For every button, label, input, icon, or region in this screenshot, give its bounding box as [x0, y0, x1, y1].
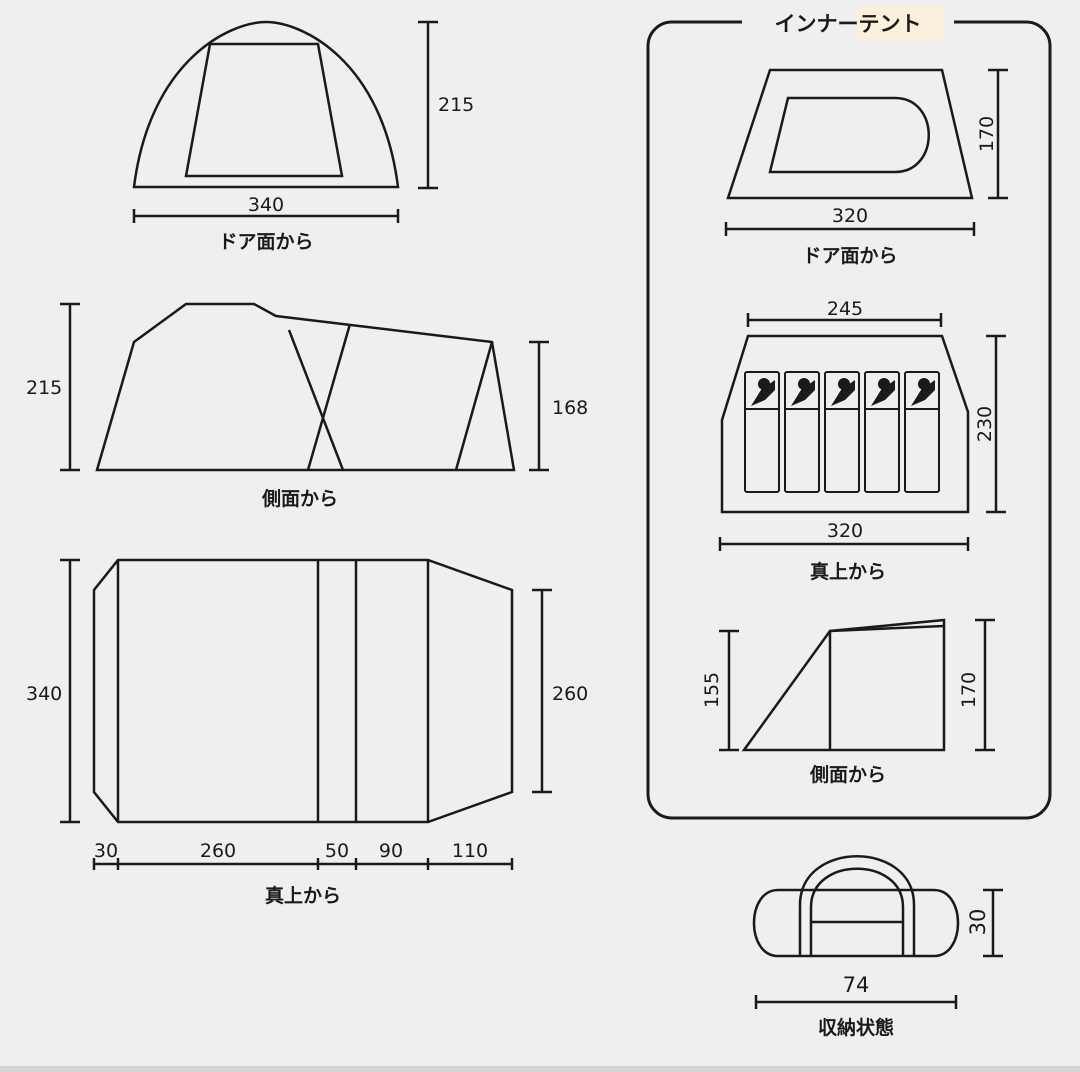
outer-top-outline — [92, 558, 514, 824]
sleeping-bags — [744, 371, 940, 493]
outer-top-view — [60, 558, 552, 870]
inner-top-bottom-width-dim — [718, 537, 970, 551]
outer-top-height-dim-right — [532, 588, 552, 794]
outer-side-pole-3 — [454, 341, 494, 471]
outer-side-outline — [95, 302, 516, 472]
outer-front-door — [184, 42, 344, 178]
outer-front-width-dim — [132, 209, 400, 223]
storage-caption: 収納状態 — [818, 1016, 894, 1039]
inner-front-door — [768, 96, 930, 174]
inner-front-outline — [726, 68, 974, 200]
outer-top-seg3-label: 50 — [325, 840, 349, 862]
outer-side-height-right-label: 168 — [552, 397, 588, 419]
outer-top-height-dim-left — [60, 558, 80, 824]
inner-top-bottom-width-label: 320 — [827, 520, 863, 542]
inner-title-highlight — [857, 6, 945, 40]
storage-bag-body — [752, 888, 960, 958]
outer-front-caption: ドア面から — [218, 231, 313, 253]
outer-top-height-right-label: 260 — [552, 683, 588, 705]
inner-side-outline — [741, 618, 946, 752]
sleeping-bag — [744, 371, 780, 493]
inner-side-height-right-label: 170 — [958, 672, 980, 708]
inner-top-height-label: 230 — [974, 406, 996, 442]
inner-top-width-dim — [746, 313, 943, 327]
inner-front-caption: ドア面から — [802, 245, 897, 267]
outer-side-pole-1 — [287, 329, 345, 471]
outer-front-height-dim — [418, 20, 438, 190]
outer-side-height-dim-right — [529, 340, 549, 472]
inner-top-view — [718, 313, 1006, 551]
outer-top-seg5-label: 110 — [452, 840, 488, 862]
sleeping-bag — [784, 371, 820, 493]
outer-top-caption: 真上から — [265, 884, 341, 907]
outer-top-height-left-label: 340 — [26, 683, 62, 705]
storage-bag-handle-inner — [809, 867, 905, 956]
inner-tent-title: インナーテント — [775, 12, 922, 36]
outer-top-seg4-label: 90 — [379, 840, 403, 862]
inner-side-caption: 側面から — [809, 764, 886, 786]
storage-width-label: 74 — [843, 973, 870, 997]
outer-side-view — [60, 302, 549, 472]
outer-side-height-left-label: 215 — [26, 377, 62, 399]
storage-height-label: 30 — [966, 909, 990, 936]
inner-front-width-label: 320 — [832, 205, 868, 227]
inner-top-caption: 真上から — [810, 560, 886, 583]
inner-top-outline — [720, 334, 970, 514]
inner-side-height-dim-left — [719, 629, 739, 752]
outer-side-caption: 側面から — [261, 488, 338, 510]
inner-top-width-label: 245 — [827, 298, 863, 320]
bottom-border — [0, 1066, 1080, 1072]
inner-front-view — [724, 68, 1008, 236]
storage-bag — [752, 855, 1003, 1009]
storage-width-dim — [754, 995, 958, 1009]
outer-top-width-dim — [92, 858, 514, 870]
inner-side-height-dim-right — [975, 618, 995, 752]
outer-front-height-label: 215 — [438, 94, 474, 116]
outer-top-seg2-label: 260 — [200, 840, 236, 862]
outer-side-height-dim-left — [60, 302, 80, 472]
inner-front-width-dim — [724, 222, 976, 236]
outer-front-view — [132, 20, 438, 223]
inner-side-height-left-label: 155 — [701, 672, 723, 708]
sleeping-bag — [824, 371, 860, 493]
outer-side-pole-2 — [306, 323, 352, 471]
outer-top-seg1-label: 30 — [94, 840, 118, 862]
outer-front-width-label: 340 — [248, 194, 284, 216]
sleeping-bag — [864, 371, 900, 493]
sleeping-bag — [904, 371, 940, 493]
inner-top-height-dim — [986, 334, 1006, 514]
storage-bag-handle-outer — [798, 855, 916, 956]
inner-front-height-label: 170 — [976, 116, 998, 152]
inner-side-view — [719, 618, 995, 752]
outer-front-dome — [132, 20, 400, 189]
storage-height-dim — [983, 888, 1003, 958]
inner-front-height-dim — [988, 68, 1008, 200]
